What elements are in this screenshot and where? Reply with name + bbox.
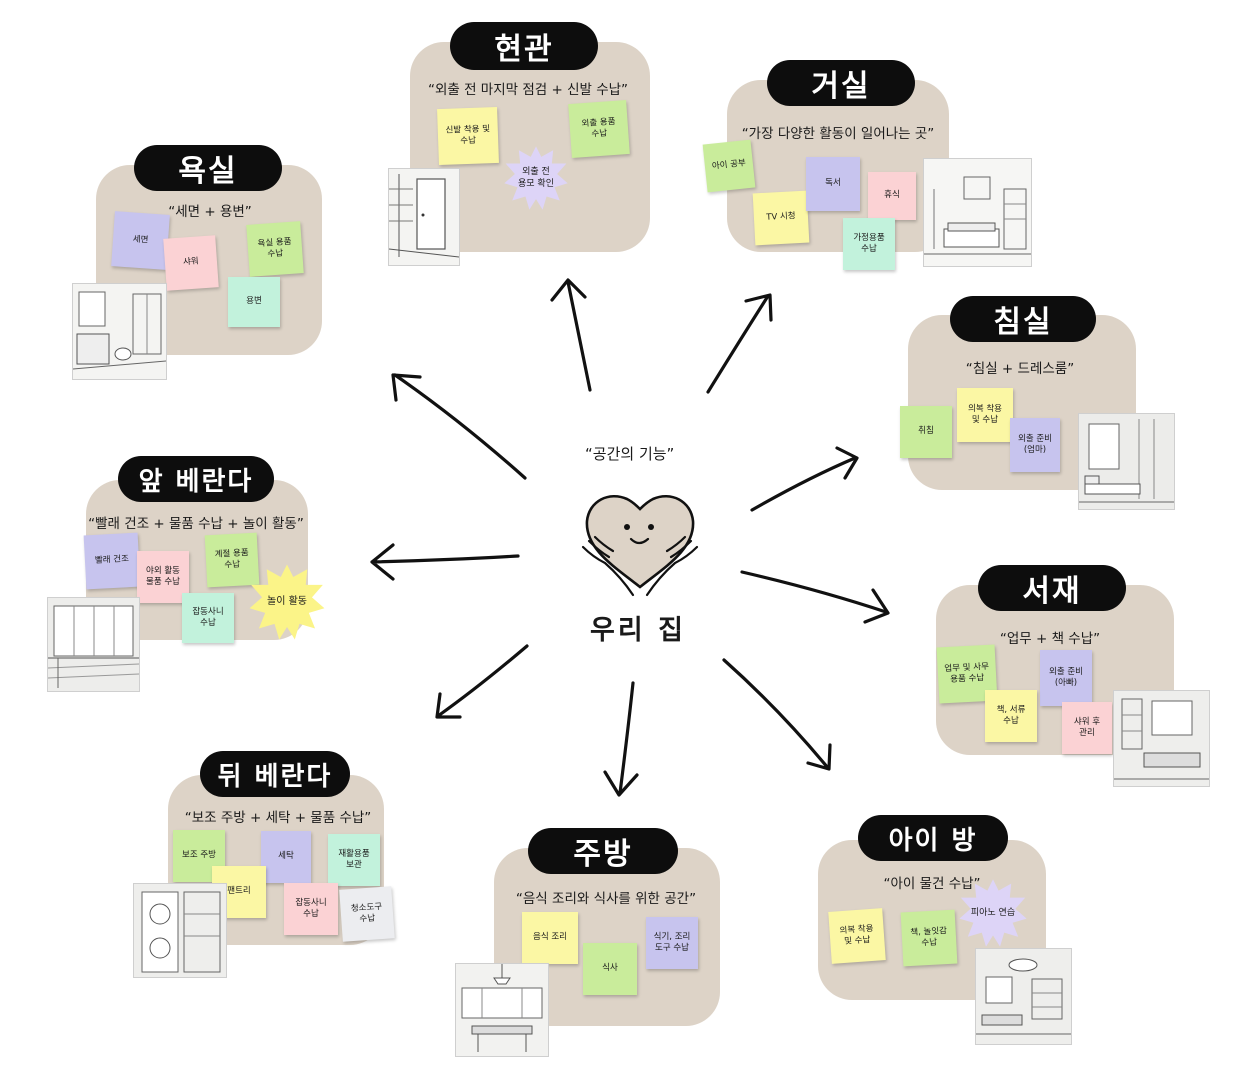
burst-frontveranda-text: 놀이 활동 [267, 596, 307, 608]
arrow-to-living [706, 293, 773, 394]
note-bath-1: 세면 [111, 211, 170, 270]
note-living-3: 독서 [806, 157, 860, 211]
burst-frontveranda: 놀이 활동 [246, 563, 328, 641]
note-backveranda-2: 세탁 [261, 831, 311, 883]
arrow-to-entrance [550, 278, 592, 392]
note-study-4: 샤워 후 관리 [1062, 702, 1112, 754]
note-bath-2: 샤워 [163, 235, 219, 291]
room-title-study: 서재 [978, 565, 1126, 611]
sketch-kitchen [455, 963, 549, 1057]
burst-entrance-text: 외출 전 용모 확인 [518, 166, 554, 189]
sketch-living [923, 158, 1032, 267]
arrow-to-backveranda [435, 644, 529, 719]
room-desc-kitchen: “음식 조리와 식사를 위한 공간” [515, 891, 697, 907]
note-living-1: 아이 공부 [702, 139, 756, 193]
note-study-3: 책, 서류 수납 [985, 690, 1037, 742]
burst-entrance: 외출 전 용모 확인 [498, 145, 574, 211]
burst-kidsroom-text: 피아노 연습 [970, 907, 1016, 918]
room-desc-study: “업무 + 책 수납” [999, 631, 1101, 647]
note-frontveranda-4: 잡동사니 수납 [182, 593, 234, 643]
note-entrance-2: 외출 용품 수납 [568, 100, 630, 158]
note-bath-3: 욕실 용품 수납 [246, 221, 304, 277]
room-title-backveranda: 뒤 베란다 [200, 751, 350, 797]
note-bedroom-3: 외출 준비 (엄마) [1010, 418, 1060, 472]
note-entrance-1: 신발 착용 및 수납 [437, 106, 499, 166]
sketch-frontveranda [47, 597, 140, 692]
sketch-backveranda [133, 883, 227, 978]
note-frontveranda-2: 야외 활동 물품 수납 [137, 551, 189, 603]
note-living-4: 휴식 [868, 172, 916, 220]
note-bedroom-1: 취침 [900, 406, 952, 458]
sketch-study [1113, 690, 1210, 787]
room-desc-frontveranda: “빨래 건조 + 물품 수납 + 놀이 활동” [88, 516, 304, 532]
note-kitchen-1: 음식 조리 [522, 912, 578, 964]
note-kidsroom-2: 책, 놀잇감 수납 [900, 909, 958, 967]
room-title-bath: 욕실 [134, 145, 282, 191]
room-desc-bedroom: “침실 + 드레스룸” [965, 361, 1075, 377]
room-desc-backveranda: “보조 주방 + 세탁 + 물품 수납” [184, 810, 372, 826]
center-label: “공간의 기능” [585, 445, 675, 463]
heart-hands-icon [581, 494, 699, 597]
note-bath-4: 용변 [228, 277, 280, 327]
room-title-frontveranda: 앞 베란다 [118, 456, 274, 502]
note-backveranda-3: 재활용품 보관 [328, 834, 380, 886]
sketch-bath [72, 283, 167, 380]
note-study-2: 외출 준비 (아빠) [1040, 650, 1092, 706]
room-title-bedroom: 침실 [950, 296, 1096, 342]
room-desc-bath: “세면 + 용변” [168, 204, 252, 220]
center-title: 우리 집 [590, 615, 686, 646]
arrow-to-bedroom [750, 446, 859, 512]
room-title-entrance: 현관 [450, 22, 598, 70]
note-kitchen-2: 식사 [583, 943, 637, 995]
arrow-to-study [740, 570, 890, 624]
room-title-kidsroom: 아이 방 [858, 815, 1008, 861]
arrow-to-frontveranda [370, 543, 520, 581]
burst-kidsroom: 피아노 연습 [958, 877, 1028, 949]
room-title-kitchen: 주방 [528, 828, 678, 874]
sketch-bedroom [1078, 413, 1175, 510]
arrow-to-kidsroom [722, 658, 832, 771]
note-backveranda-5: 잡동사니 수납 [284, 883, 338, 935]
note-living-5: 가정용품 수납 [843, 218, 895, 270]
note-kidsroom-1: 의복 착용 및 수납 [828, 908, 886, 964]
arrow-to-bath [391, 373, 527, 480]
note-frontveranda-1: 빨래 건조 [83, 532, 141, 590]
sketch-entrance [388, 168, 460, 266]
sketch-kidsroom [975, 948, 1072, 1045]
note-living-2: TV 시청 [752, 190, 810, 246]
arrow-to-kitchen [603, 681, 639, 797]
note-backveranda-6: 청소도구 수납 [339, 886, 395, 942]
note-kitchen-3: 식기, 조리 도구 수납 [646, 917, 698, 969]
room-desc-living: “가장 다양한 활동이 일어나는 곳” [741, 126, 935, 142]
note-bedroom-2: 의복 착용 및 수납 [957, 388, 1013, 442]
room-title-living: 거실 [767, 60, 915, 106]
room-desc-kidsroom: “아이 물건 수납” [883, 876, 981, 892]
room-desc-entrance: “외출 전 마지막 점검 + 신발 수납” [427, 82, 629, 98]
